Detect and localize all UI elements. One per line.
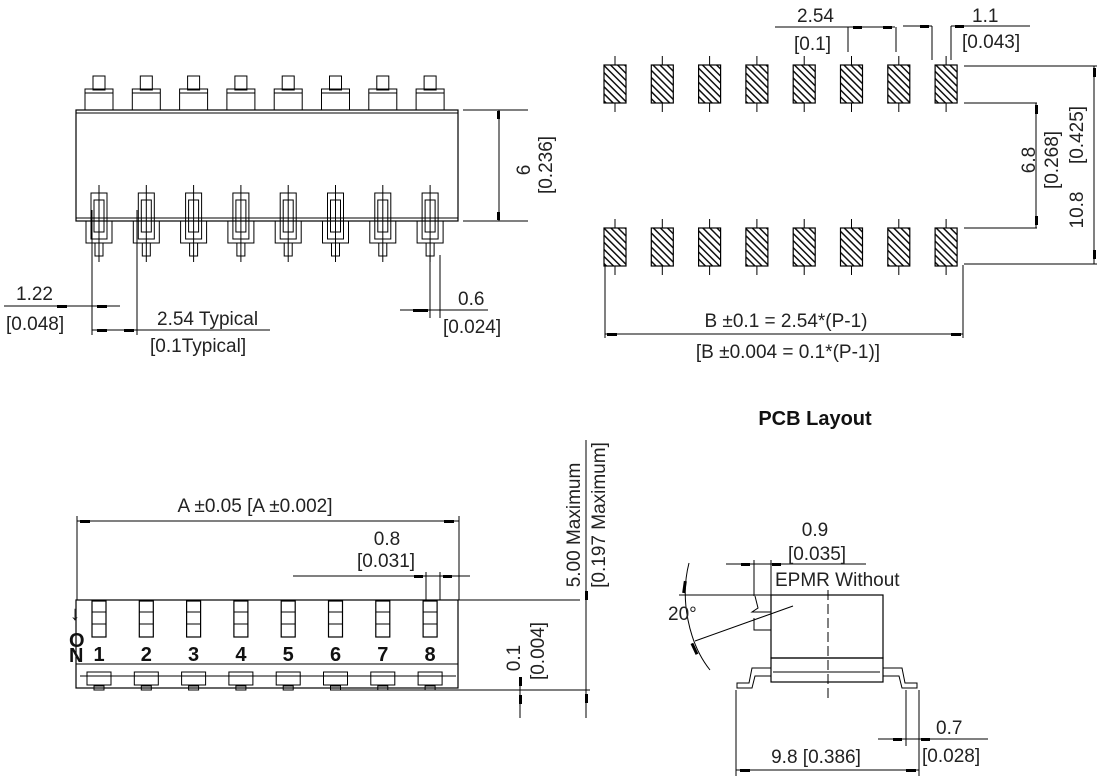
pcb-pad <box>603 56 627 112</box>
pcb-pad <box>934 219 958 275</box>
on-arrow-icon: ↓ <box>70 603 80 625</box>
pcb-pad <box>792 56 816 112</box>
switch-number: 2 <box>141 644 152 666</box>
pcb-pad <box>839 219 864 275</box>
front-view-body <box>75 599 459 689</box>
top-view: 6 [0.236] 1.22 [0.048] 2.54 Typical [0.1… <box>4 75 557 357</box>
pcb-pad <box>650 56 674 112</box>
max-height-inch: [0.197 Maximum] <box>589 442 610 588</box>
max-height-mm: 5.00 Maximum <box>564 463 585 588</box>
front-switch: 7 <box>370 600 396 691</box>
pitch-dim-inch: [0.1Typical] <box>150 336 246 357</box>
pad-width-mm: 1.1 <box>972 6 998 27</box>
top-switch <box>273 75 303 262</box>
switch-number: 7 <box>377 644 388 666</box>
top-switch <box>321 75 350 262</box>
pcb-pad <box>697 219 722 275</box>
lead-width-mm: 0.7 <box>936 718 962 739</box>
height-dim-inch: [0.236] <box>536 136 557 194</box>
top-switch <box>415 75 445 262</box>
standoff-dim-mm: 0.1 <box>504 645 525 671</box>
side-view-body <box>770 594 884 659</box>
length-formula-inch: [B ±0.004 = 0.1*(P-1)] <box>696 342 880 363</box>
top-switch <box>226 75 256 262</box>
top-switch <box>131 75 161 262</box>
front-switch: 2 <box>133 600 159 691</box>
actuator-dim-mm: 0.8 <box>374 529 400 550</box>
edge-dim-mm: 1.22 <box>16 284 53 305</box>
front-switch: 3 <box>181 600 207 691</box>
lead-span-dim: 9.8 [0.386] <box>771 747 861 768</box>
pcb-pad <box>697 56 722 112</box>
pad-width-inch: [0.043] <box>962 32 1020 53</box>
pcb-pad <box>650 219 674 275</box>
switch-number: 4 <box>235 644 247 666</box>
top-view-body <box>75 109 459 222</box>
outer-span-mm: 10.8 <box>1067 192 1088 229</box>
pcb-pad <box>887 219 911 275</box>
pcb-layout-title: PCB Layout <box>758 408 872 430</box>
angle-label: 20° <box>668 604 697 625</box>
top-switch <box>84 75 114 262</box>
inner-span-inch: [0.268] <box>1042 131 1063 189</box>
switch-number: 6 <box>330 644 341 666</box>
pcb-pad <box>745 219 769 275</box>
pcb-pad <box>792 219 816 275</box>
front-switch: 5 <box>275 600 301 691</box>
pad-pitch-inch: [0.1] <box>794 34 831 55</box>
pcb-pad <box>745 56 769 112</box>
pcb-layout-view: 2.54 [0.1] 1.1 [0.043] 6.8 [0.268] 10.8 … <box>603 6 1097 430</box>
pitch-dim-mm: 2.54 Typical <box>157 309 258 330</box>
on-label-o: O <box>69 630 85 652</box>
switch-number: 1 <box>93 644 104 666</box>
pcb-pad <box>887 56 911 112</box>
pin-width-dim-mm: 0.6 <box>458 289 484 310</box>
pcb-pad <box>603 219 627 275</box>
front-switch: 4 <box>228 600 254 691</box>
pcb-pad <box>839 56 864 112</box>
outer-span-inch: [0.425] <box>1067 106 1088 164</box>
top-switch <box>179 75 209 262</box>
actuator-dim-inch: [0.031] <box>357 551 415 572</box>
front-switch: 6 <box>323 600 348 691</box>
switch-number: 8 <box>425 644 436 666</box>
offset-dim-inch: [0.035] <box>788 544 846 565</box>
side-view: 20° 0.9 [0.035] EPMR Without 9.8 [0.386]… <box>668 520 988 776</box>
edge-dim-inch: [0.048] <box>6 314 64 335</box>
offset-dim-mm: 0.9 <box>802 520 828 541</box>
pin-width-dim-inch: [0.024] <box>443 317 501 338</box>
top-switch <box>368 75 398 262</box>
switch-number: 3 <box>188 644 199 666</box>
on-label-n: N <box>69 645 83 667</box>
standoff-dim-inch: [0.004] <box>528 622 549 680</box>
pad-pitch-mm: 2.54 <box>797 6 834 27</box>
length-formula-mm: B ±0.1 = 2.54*(P-1) <box>704 311 867 332</box>
switch-number: 5 <box>283 644 294 666</box>
front-length-dim: A ±0.05 [A ±0.002] <box>177 496 332 517</box>
height-dim-mm: 6 <box>514 165 535 176</box>
front-switch: 8 <box>417 600 443 691</box>
pcb-pad <box>934 56 958 112</box>
front-switch: 1 <box>86 600 112 691</box>
epmr-note: EPMR Without <box>775 570 900 591</box>
lead-width-inch: [0.028] <box>922 746 980 767</box>
inner-span-mm: 6.8 <box>1019 147 1040 173</box>
